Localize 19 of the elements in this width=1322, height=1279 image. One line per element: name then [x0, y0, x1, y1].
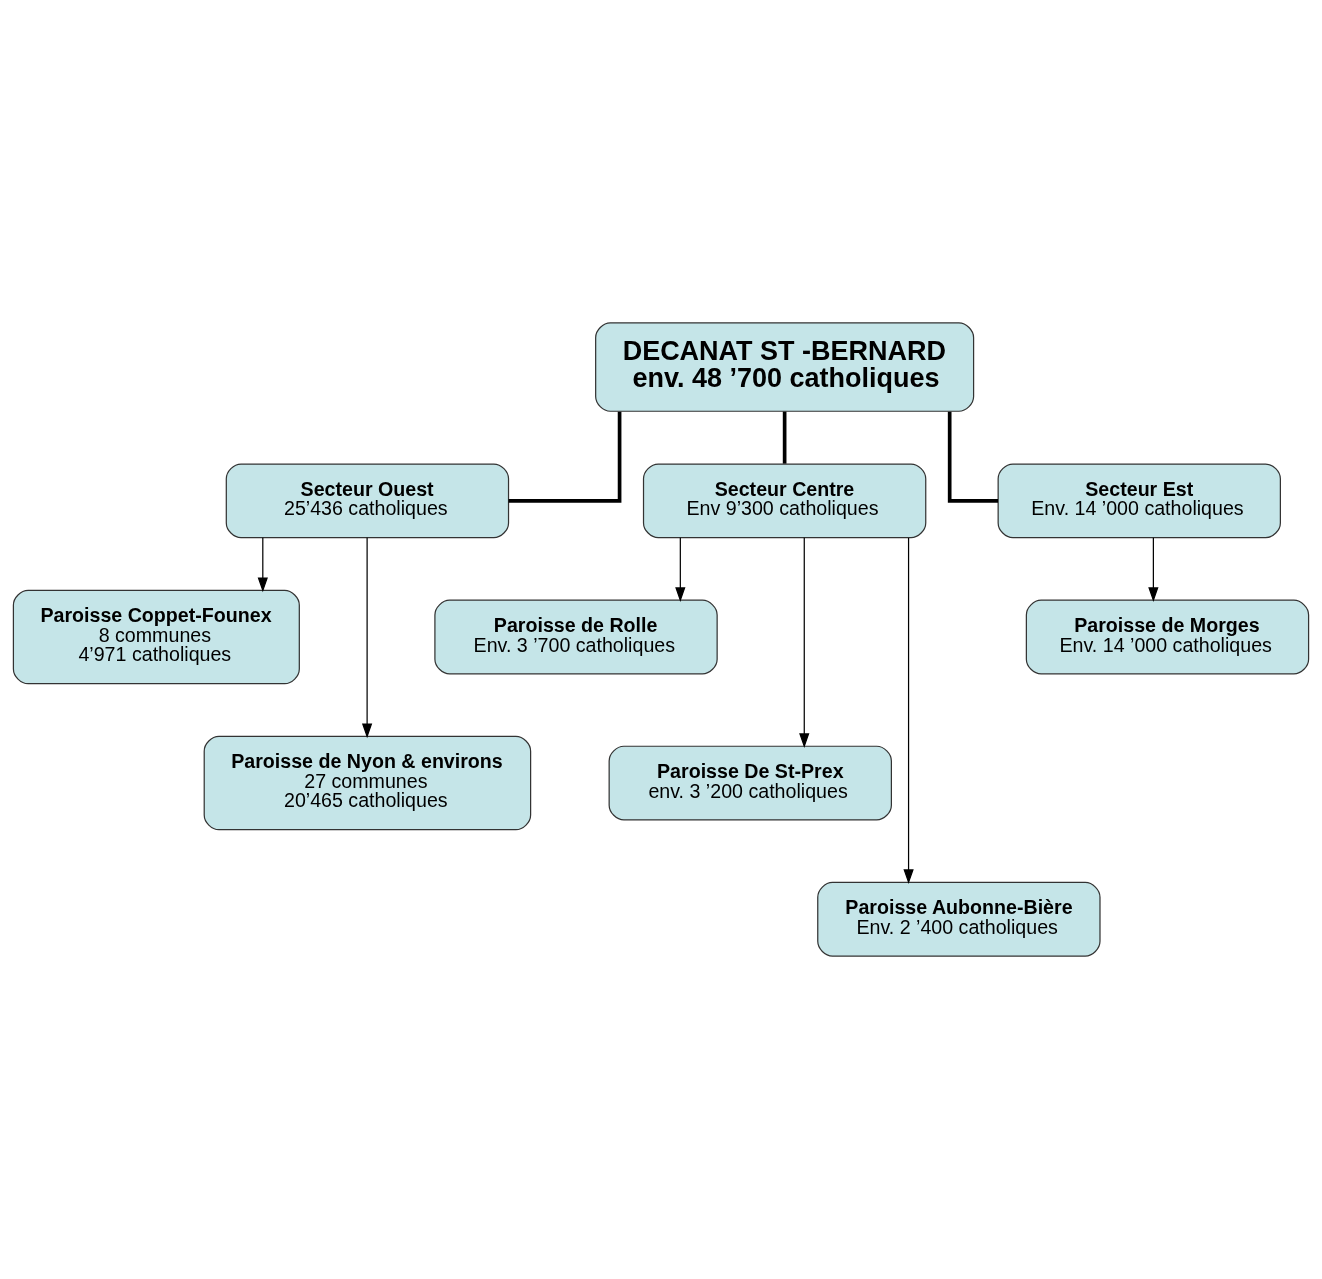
node-box: Paroisse de Rolle Env. 3 ’700 catholiques [434, 599, 718, 675]
connector [782, 411, 787, 464]
node-box: Paroisse Coppet-Founex 8 communes 4’971 catholiques [12, 589, 300, 685]
node-box: Paroisse de Morges Env. 14 ’000 catholiques [1025, 599, 1310, 675]
arrow [361, 537, 373, 739]
node-box: Secteur Ouest 25’436 catholiques [225, 463, 510, 539]
arrow [257, 537, 268, 593]
node-box: DECANAT ST -BERNARD env. 48 ’700 catholiques [595, 322, 975, 412]
arrow [675, 537, 686, 603]
arrow [903, 537, 914, 885]
node-box: Paroisse Aubonne-Bière Env. 2 ’400 catholiques [817, 881, 1101, 957]
node-box: Secteur Centre Env 9’300 catholiques [642, 463, 927, 539]
arrow [799, 537, 810, 749]
node-box: Paroisse De St-Prex env. 3 ’200 catholiques [608, 745, 892, 821]
connector [508, 411, 622, 503]
node-box: Secteur Est Env. 14 ’000 catholiques [997, 463, 1281, 539]
connector [947, 411, 998, 503]
node-box: Paroisse de Nyon & environs 27 communes 20’465 catholiques [203, 735, 532, 831]
arrow [1148, 537, 1159, 603]
